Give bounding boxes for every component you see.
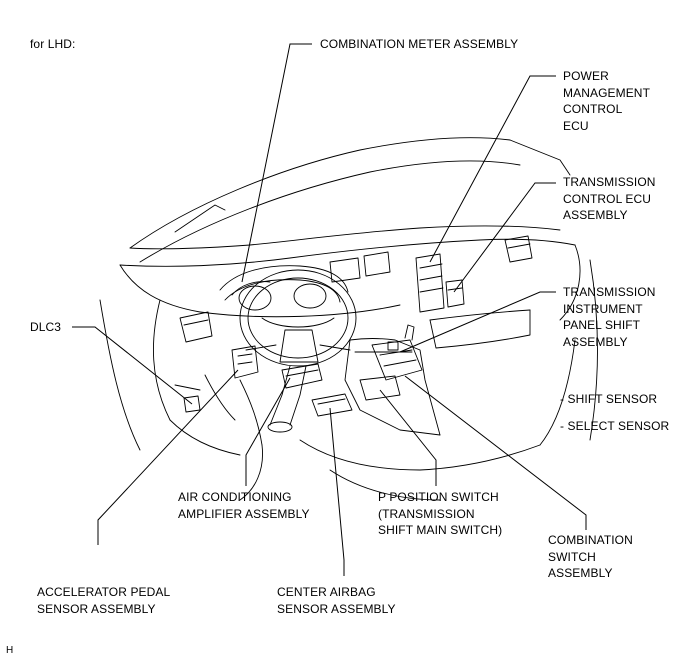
center-airbag-sensor-label: CENTER AIRBAG SENSOR ASSEMBLY [277,585,396,616]
variant-label: for LHD: [30,37,76,51]
air-conditioning-amplifier-label: AIR CONDITIONING AMPLIFIER ASSEMBLY [178,490,310,521]
accelerator-pedal-sensor-label: ACCELERATOR PEDAL SENSOR ASSEMBLY [37,585,171,616]
leader-lines [72,43,587,576]
combination-meter-label: COMBINATION METER ASSEMBLY [320,37,519,51]
footer-mark: H [6,645,14,656]
transmission-control-ecu-label: TRANSMISSION CONTROL ECU ASSEMBLY [563,175,656,222]
dlc3-label: DLC3 [30,320,62,334]
shift-sensor-label: - SHIFT SENSOR [560,392,658,406]
transmission-shift-assembly-label: TRANSMISSION INSTRUMENT PANEL SHIFT ASSE… [563,285,656,349]
power-management-ecu-label: POWER MANAGEMENT CONTROL ECU [563,69,651,133]
p-position-switch-label: P POSITION SWITCH (TRANSMISSION SHIFT MA… [378,490,503,537]
select-sensor-label: - SELECT SENSOR [560,419,670,433]
combination-switch-label: COMBINATION SWITCH ASSEMBLY [548,533,633,580]
